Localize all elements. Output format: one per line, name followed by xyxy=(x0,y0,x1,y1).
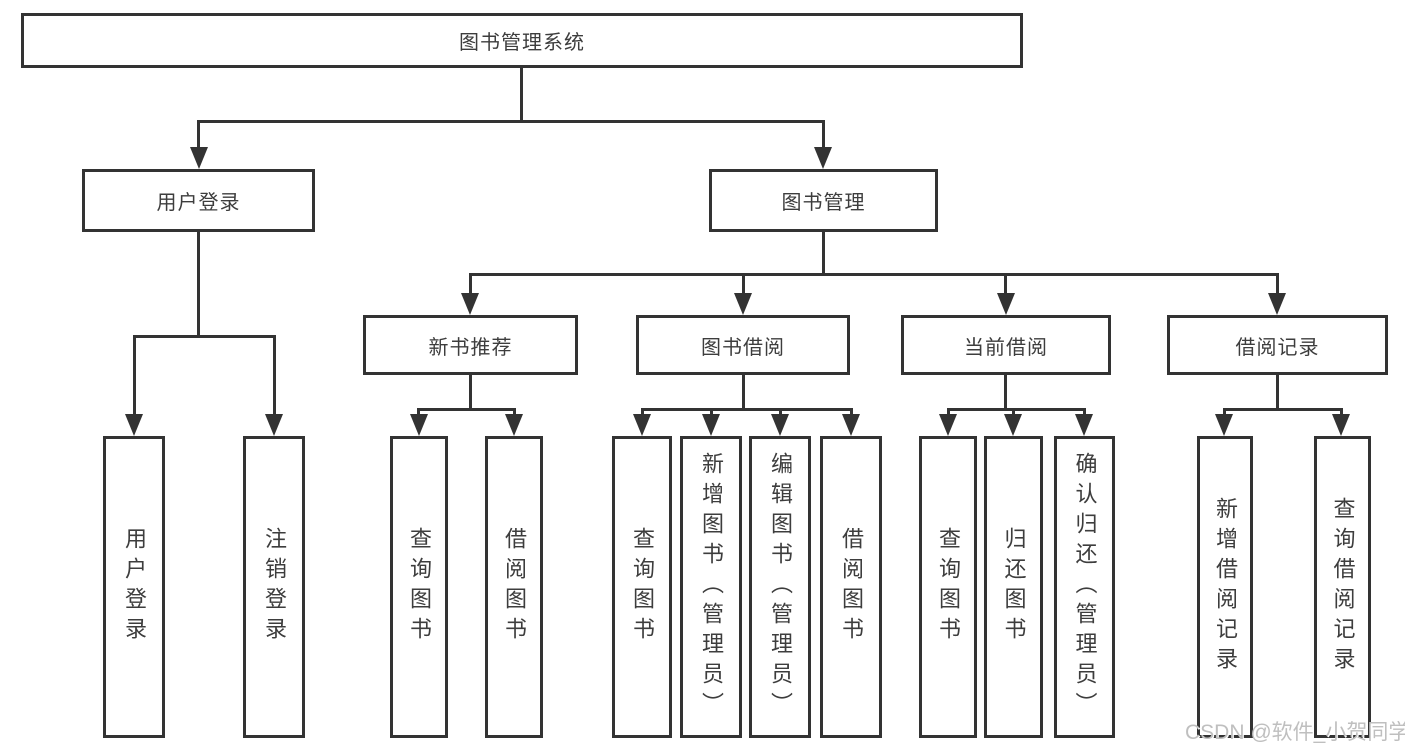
arrow-down-icon xyxy=(842,414,860,436)
leaf-borrowing-add-books-admin: 新增图书（管理员） xyxy=(680,436,742,738)
leaf-current-return-books: 归还图书 xyxy=(984,436,1043,738)
arrow-down-icon xyxy=(1004,414,1022,436)
connector-drop-leaf xyxy=(710,408,713,417)
connector-l3-stem xyxy=(469,375,472,411)
connector-user-bar xyxy=(133,335,276,338)
leaf-label: 查询图书 xyxy=(407,527,432,647)
connector-drop-l3 xyxy=(1276,273,1279,295)
connector-drop-book-mgmt xyxy=(822,120,825,150)
leaf-current-query-books: 查询图书 xyxy=(919,436,977,738)
arrow-down-icon xyxy=(410,414,428,436)
leaf-recommend-borrow-books: 借阅图书 xyxy=(485,436,543,738)
node-label: 用户登录 xyxy=(156,192,241,214)
connector-drop-leaf xyxy=(133,335,136,416)
node-book-borrowing: 图书借阅 xyxy=(636,315,850,375)
csdn-watermark: CSDN @软件_小贺同学 xyxy=(1185,721,1405,744)
leaf-logout: 注销登录 xyxy=(243,436,305,738)
node-current-borrowing: 当前借阅 xyxy=(901,315,1111,375)
arrow-down-icon xyxy=(997,293,1015,315)
connector-drop-leaf xyxy=(779,408,782,417)
arrow-down-icon xyxy=(125,414,143,436)
node-label: 图书管理 xyxy=(781,192,866,214)
connector-drop-l3 xyxy=(742,273,745,295)
arrow-down-icon xyxy=(265,414,283,436)
leaf-recommend-query-books: 查询图书 xyxy=(390,436,448,738)
node-label: 新书推荐 xyxy=(428,336,513,359)
arrow-down-icon xyxy=(771,414,789,436)
connector-user-stem xyxy=(197,232,200,335)
node-borrow-records: 借阅记录 xyxy=(1167,315,1388,375)
connector-level3-bar xyxy=(469,273,1279,276)
leaf-label: 查询图书 xyxy=(630,527,655,647)
leaf-label: 用户登录 xyxy=(122,527,147,647)
leaf-borrowing-edit-books-admin: 编辑图书（管理员） xyxy=(749,436,811,738)
leaf-label: 查询图书 xyxy=(936,527,961,647)
connector-l3-stem xyxy=(1004,375,1007,411)
connector-drop-leaf xyxy=(273,335,276,416)
connector-drop-leaf xyxy=(513,408,516,417)
node-label: 当前借阅 xyxy=(964,336,1048,359)
arrow-down-icon xyxy=(461,293,479,315)
leaf-label: 查询借阅记录 xyxy=(1330,497,1356,677)
leaf-label: 确认归还（管理员） xyxy=(1072,452,1098,722)
connector-drop-leaf xyxy=(850,408,853,417)
leaf-records-add-record: 新增借阅记录 xyxy=(1197,436,1253,738)
leaf-label: 借阅图书 xyxy=(839,527,864,647)
arrow-down-icon xyxy=(633,414,651,436)
connector-drop-l3 xyxy=(469,273,472,295)
connector-drop-leaf xyxy=(1340,408,1343,417)
leaf-borrowing-query-books: 查询图书 xyxy=(612,436,672,738)
node-new-book-recommend: 新书推荐 xyxy=(363,315,578,375)
leaf-label: 编辑图书（管理员） xyxy=(768,452,793,722)
arrow-down-icon xyxy=(1268,293,1286,315)
leaf-label: 新增图书（管理员） xyxy=(699,452,724,722)
leaf-borrowing-borrow-books: 借阅图书 xyxy=(820,436,882,738)
node-label: 图书管理系统 xyxy=(459,32,585,54)
arrow-down-icon xyxy=(702,414,720,436)
leaf-label: 注销登录 xyxy=(262,527,287,647)
arrow-down-icon xyxy=(1215,414,1233,436)
leaf-label: 新增借阅记录 xyxy=(1213,497,1238,677)
leaf-records-query-record: 查询借阅记录 xyxy=(1314,436,1371,738)
leaf-current-confirm-return-admin: 确认归还（管理员） xyxy=(1054,436,1115,738)
arrow-down-icon xyxy=(939,414,957,436)
arrow-down-icon xyxy=(814,147,832,169)
connector-drop-leaf xyxy=(1083,408,1086,417)
connector-drop-leaf xyxy=(1223,408,1226,417)
connector-leaf-bar xyxy=(641,408,853,411)
connector-leaf-bar xyxy=(947,408,1086,411)
connector-l3-stem xyxy=(742,375,745,411)
node-label: 图书借阅 xyxy=(701,336,785,359)
node-library-system: 图书管理系统 xyxy=(21,13,1023,68)
connector-drop-l3 xyxy=(1004,273,1007,295)
arrow-down-icon xyxy=(505,414,523,436)
leaf-user-login: 用户登录 xyxy=(103,436,165,738)
connector-drop-leaf xyxy=(417,408,420,417)
connector-drop-user-login xyxy=(197,120,200,150)
leaf-label: 归还图书 xyxy=(1001,527,1027,647)
connector-level2-bar xyxy=(197,120,825,123)
connector-drop-leaf xyxy=(1012,408,1015,417)
arrow-down-icon xyxy=(190,147,208,169)
arrow-down-icon xyxy=(1075,414,1093,436)
connector-l3-stem xyxy=(1276,375,1279,411)
node-user-login: 用户登录 xyxy=(82,169,315,232)
arrow-down-icon xyxy=(1332,414,1350,436)
connector-leaf-bar xyxy=(418,408,516,411)
node-label: 借阅记录 xyxy=(1235,336,1320,359)
leaf-label: 借阅图书 xyxy=(502,527,527,647)
arrow-down-icon xyxy=(734,293,752,315)
connector-mgmt-stem xyxy=(822,232,825,273)
connector-drop-leaf xyxy=(641,408,644,417)
connector-leaf-bar xyxy=(1223,408,1343,411)
connector-root-stem xyxy=(520,68,523,120)
node-book-management: 图书管理 xyxy=(709,169,938,232)
connector-drop-leaf xyxy=(947,408,950,417)
